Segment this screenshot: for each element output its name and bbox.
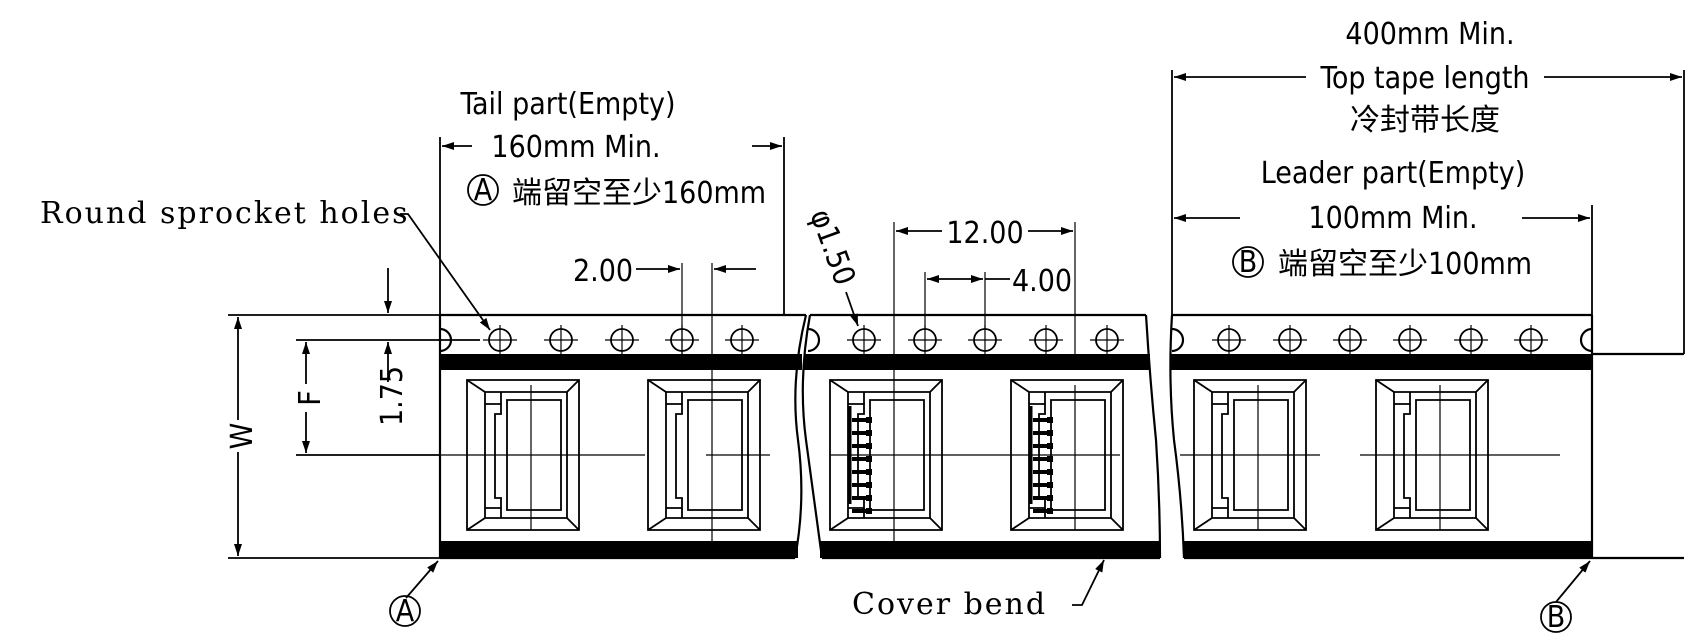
leader-title: Leader part(Empty): [1261, 156, 1526, 191]
tail-title: Tail part(Empty): [459, 87, 675, 122]
pocket-centerline: [440, 370, 1560, 541]
pocket-with-connector: [829, 379, 943, 531]
half-hole-right-end: [1579, 327, 1593, 353]
cover-bend-leader: [1072, 559, 1105, 606]
sprocket-hole: [544, 325, 578, 355]
leader-marker-circle: B: [1232, 245, 1264, 280]
sprocket-pitch-dimension: [924, 272, 1010, 330]
half-hole-right-left: [1171, 327, 1185, 353]
top-tape-min: 400mm Min.: [1345, 17, 1514, 52]
tail-dimension: [439, 137, 785, 315]
sprocket-hole: [605, 325, 639, 355]
hole-diameter-label: φ1.50: [802, 205, 862, 290]
sprocket-hole: [1212, 325, 1246, 355]
pocket-pitch-label: 12.00: [946, 216, 1023, 251]
sprocket-leader-line: [400, 213, 491, 331]
leader-note-cn: 端留空至少100mm: [1278, 247, 1532, 282]
sprocket-hole: [1514, 325, 1548, 355]
pocket-empty: [1375, 379, 1489, 531]
svg-text:A: A: [474, 173, 493, 208]
tail-note-cn: 端留空至少160mm: [512, 176, 766, 211]
callout-b-circle: B: [1540, 600, 1572, 635]
sprocket-hole: [847, 325, 881, 355]
sprocket-hole: [1090, 325, 1124, 355]
svg-text:A: A: [396, 594, 415, 629]
hole-diameter-leader: [845, 291, 859, 327]
pocket-with-connector: [1010, 379, 1124, 531]
leader-dimension: [1174, 205, 1593, 315]
hole-edge-label: 1.75: [375, 366, 410, 426]
top-tape-cn: 冷封带长度: [1350, 103, 1500, 138]
f-dimension: [296, 339, 480, 456]
sprocket-holes: [483, 325, 1548, 355]
width-dimension: [228, 314, 440, 559]
half-hole-mid-left: [807, 327, 821, 353]
sprocket-hole: [1454, 325, 1488, 355]
f-label: F: [293, 390, 328, 406]
svg-text:B: B: [1239, 245, 1258, 280]
pockets: [466, 379, 1489, 531]
width-label: W: [225, 423, 260, 450]
tape-segment-middle: [801, 313, 1162, 560]
cover-bend-label: Cover bend: [852, 587, 1047, 622]
top-tape-dimension: [1171, 70, 1685, 354]
pocket-empty: [1193, 379, 1307, 531]
tail-marker-circle: A: [467, 173, 499, 208]
sprocket-hole: [725, 325, 759, 355]
top-tape-length-label: Top tape length: [1319, 61, 1529, 96]
tape-segment-tail: [438, 313, 808, 560]
tape-segment-leader: [1169, 313, 1684, 560]
pocket-pitch-dimension: [893, 222, 1076, 370]
callout-b-leader: [1555, 560, 1591, 603]
pocket-empty: [647, 379, 761, 531]
pocket-empty: [466, 379, 580, 531]
tail-min: 160mm Min.: [491, 130, 660, 165]
sprocket-hole: [1029, 325, 1063, 355]
callout-a-circle: A: [389, 594, 421, 629]
round-sprocket-holes-label: Round sprocket holes: [40, 196, 410, 231]
leader-min: 100mm Min.: [1308, 201, 1477, 236]
svg-text:B: B: [1547, 600, 1566, 635]
callout-a-leader: [405, 560, 439, 599]
sprocket-hole: [483, 325, 517, 355]
sprocket-hole: [1393, 325, 1427, 355]
sprocket-hole: [1333, 325, 1367, 355]
hole-pitch-label: 2.00: [573, 254, 633, 289]
hole-pitch-dimension: [636, 263, 756, 355]
sprocket-pitch-label: 4.00: [1012, 264, 1072, 299]
sprocket-hole: [1273, 325, 1307, 355]
